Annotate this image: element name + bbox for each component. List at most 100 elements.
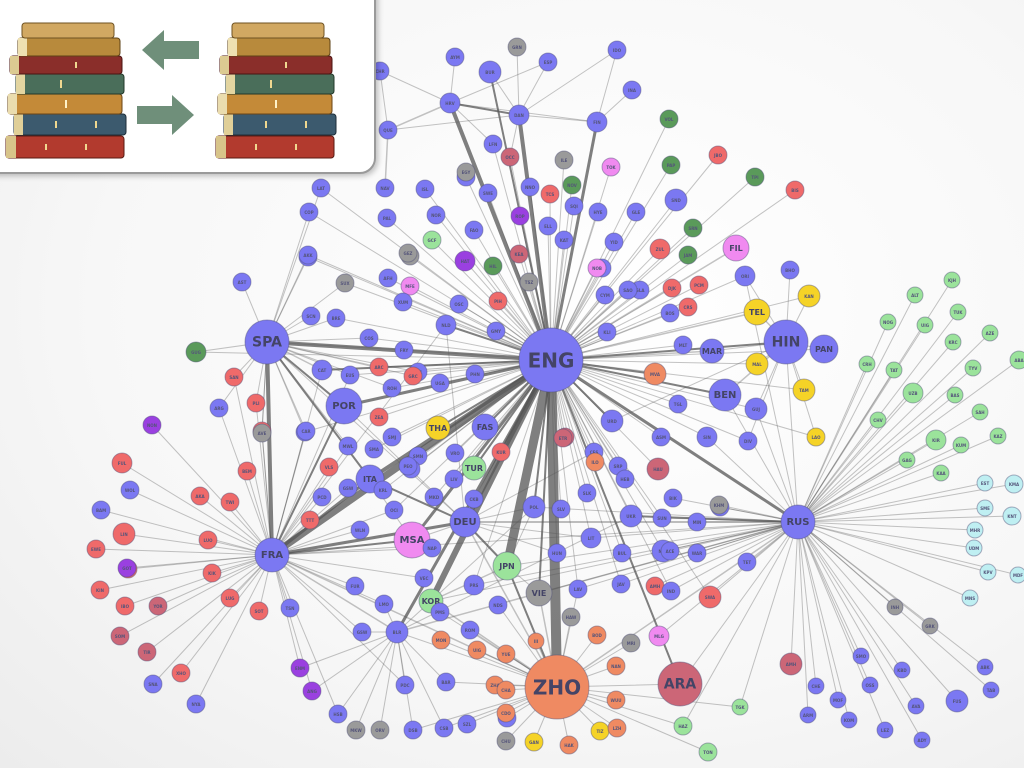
edge-fra-lmo: [271, 554, 385, 605]
node-smo: SMO: [852, 647, 870, 665]
node-label: BHO: [785, 268, 795, 273]
node-circle: [907, 697, 925, 715]
node-label: MRI: [627, 641, 636, 646]
edge-fra-vls: [271, 466, 330, 556]
node-circle: [615, 469, 635, 489]
node-uga: UGA: [430, 373, 450, 393]
node-tel: TEL: [743, 298, 771, 326]
node-circle: [1004, 474, 1024, 494]
node-sun: SUN: [652, 508, 672, 528]
node-circle: [925, 429, 947, 451]
edge-eng-div: [550, 359, 749, 442]
node-circle: [112, 522, 136, 546]
node-nan: NAN: [606, 656, 626, 676]
node-circle: [976, 499, 994, 517]
node-circle: [668, 394, 688, 414]
node-guj: GUJ: [744, 397, 768, 421]
node-chv: CHV: [869, 411, 887, 429]
node-egy: EGY: [456, 162, 476, 182]
node-circle: [961, 589, 979, 607]
node-aka: AKA: [190, 486, 210, 506]
edge-rus-nep: [662, 521, 799, 552]
node-label: MNS: [965, 596, 975, 601]
node-circle: [709, 495, 729, 515]
node-label: UGA: [435, 381, 446, 386]
edge-fra-got: [126, 554, 273, 569]
node-lit: LIT: [580, 527, 602, 549]
node-circle: [461, 455, 487, 481]
node-label: PEO: [403, 464, 413, 469]
edge-rus-uzb: [797, 392, 914, 523]
node-label: PDC: [400, 683, 409, 688]
edge-rus-war: [696, 521, 799, 554]
node-bre: BRE: [326, 308, 346, 328]
node-label: FUL: [118, 461, 127, 466]
edge-fra-tir: [146, 554, 273, 653]
edge-rus-che: [797, 521, 817, 687]
node-label: SCN: [306, 314, 315, 319]
node-label: GEZ: [404, 251, 413, 256]
node-ben: BEN: [708, 378, 742, 412]
node-ave: AVE: [252, 423, 272, 443]
node-circle: [913, 731, 931, 749]
node-bos: BOS: [660, 303, 680, 323]
node-label: ARC: [374, 365, 383, 370]
node-label: VEC: [420, 576, 429, 581]
node-circle: [496, 644, 516, 664]
edge-fra-oci: [271, 509, 395, 556]
node-pms: PMS: [430, 602, 450, 622]
node-label: JPN: [498, 562, 515, 571]
node-dan: DAN: [508, 104, 530, 126]
node-scn: SCN: [301, 306, 321, 326]
node-label: BEN: [714, 390, 737, 401]
node-circle: [403, 720, 423, 740]
edge-rus-mdf: [797, 521, 1019, 576]
node-circle: [687, 543, 707, 563]
node-label: JAV: [616, 582, 625, 587]
edge-fra-spa: [265, 340, 274, 557]
edge-rus-sme: [797, 507, 986, 523]
node-djk: DJK: [662, 278, 682, 298]
node-circle: [352, 622, 372, 642]
node-pli: PLI: [246, 393, 266, 413]
node-label: EWE: [91, 547, 101, 552]
node-label: EST: [981, 481, 990, 486]
node-circle: [220, 492, 240, 512]
node-circle: [527, 632, 545, 650]
node-label: YOR: [152, 604, 162, 609]
node-label: QUE: [383, 128, 393, 133]
node-circle: [445, 443, 465, 463]
node-ady: ADY: [913, 731, 931, 749]
node-label: LIT: [588, 536, 595, 541]
node-label: MAR: [702, 347, 722, 356]
node-crh: CRH: [858, 355, 876, 373]
node-label: NAV: [380, 186, 390, 191]
node-circle: [300, 510, 320, 530]
node-label: PAP: [667, 163, 676, 168]
node-swe: SWE: [478, 183, 498, 203]
edge-rus-uig: [797, 324, 926, 523]
node-circle: [763, 319, 809, 365]
node-label: MON: [436, 638, 447, 643]
edge-rus-ben: [724, 394, 799, 523]
edge-rus-ind: [670, 521, 799, 592]
node-label: MLG: [654, 634, 664, 639]
edge-eng-sma: [373, 359, 552, 450]
node-circle: [708, 145, 728, 165]
node-kma: KMA: [1004, 474, 1024, 494]
edge-blr-orv: [379, 631, 398, 731]
edge-eng-jav: [550, 359, 622, 585]
node-hsb: HSB: [328, 704, 348, 724]
edge-eng-jpn: [502, 355, 556, 571]
node-mlt: MLT: [673, 335, 693, 355]
node-bul: BUL: [612, 543, 632, 563]
node-circle: [689, 275, 709, 295]
node-circle: [374, 594, 394, 614]
node-circle: [369, 407, 389, 427]
node-asm: ASM: [651, 427, 671, 447]
node-circle: [457, 714, 477, 734]
node-label: KHM: [714, 503, 724, 508]
node-hin: HIN: [763, 319, 809, 365]
node-label: KRC: [948, 340, 957, 345]
edge-eng-tam: [550, 359, 805, 391]
